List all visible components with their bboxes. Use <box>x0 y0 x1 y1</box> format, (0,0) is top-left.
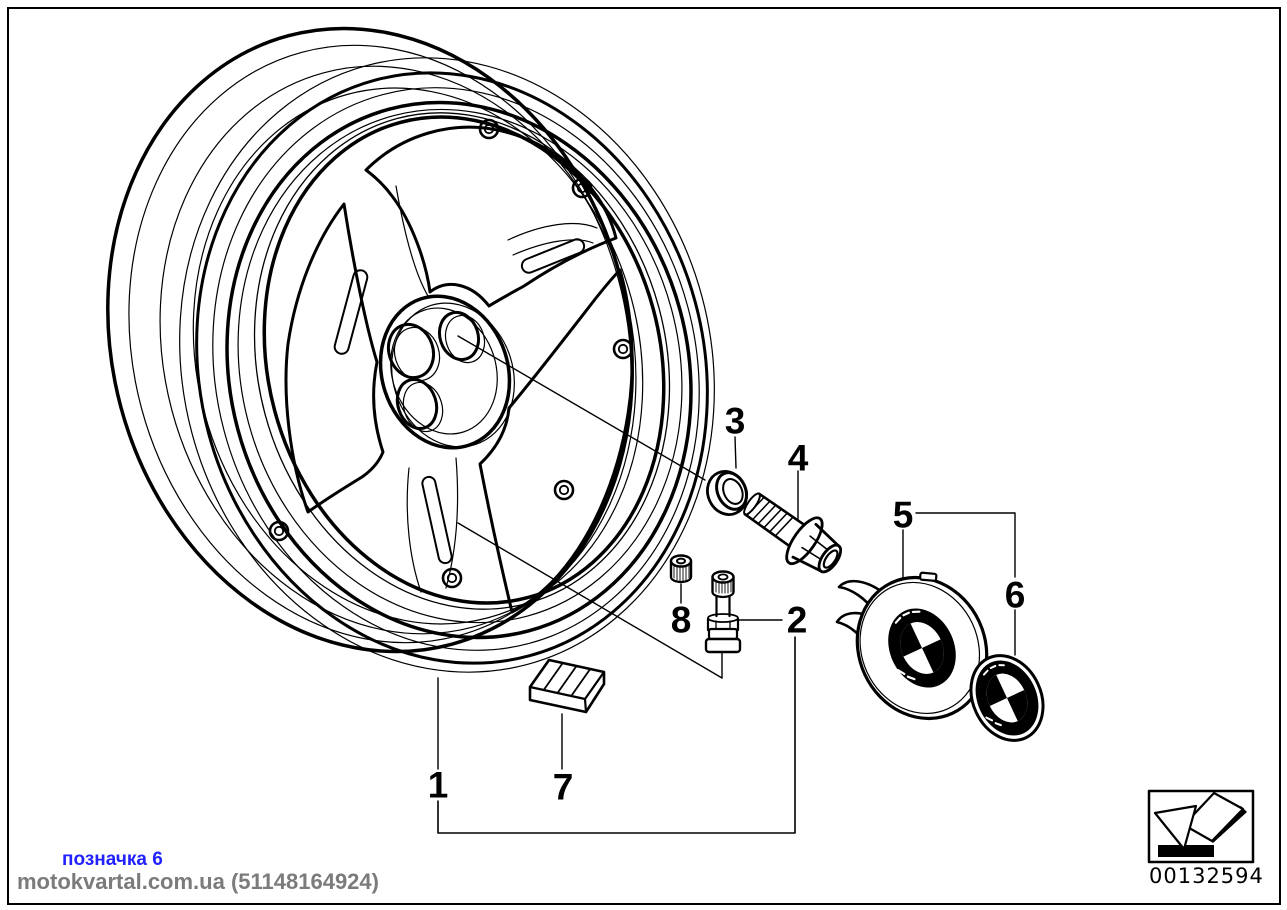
bmw-roundel-badge <box>975 660 1039 736</box>
wheel-spokes <box>284 125 634 614</box>
callout-label-7: 7 <box>552 766 574 808</box>
bolt-part <box>743 492 843 574</box>
doc-nav <box>1147 789 1255 864</box>
leader-line-valve <box>457 522 723 679</box>
roundel-lettering-marks <box>894 610 921 681</box>
callout-label-4: 4 <box>787 437 809 479</box>
rivet <box>553 479 575 501</box>
doc-number: 00132594 <box>1149 864 1264 888</box>
washer-part <box>706 470 749 516</box>
wheel-hub <box>378 294 515 450</box>
bracket-line-1-2 <box>437 636 796 834</box>
roundel-lettering-marks <box>982 664 1005 727</box>
wheel-rim <box>106 26 715 673</box>
balance-weight-part <box>528 658 606 714</box>
callout-label-5: 5 <box>892 494 914 536</box>
callout-label-2: 2 <box>786 599 808 641</box>
weight-segments <box>542 662 592 697</box>
leader-line-washer <box>457 335 706 481</box>
callout-label-8: 8 <box>670 599 692 641</box>
callout-label-1: 1 <box>427 764 449 806</box>
emblem-part <box>969 654 1045 742</box>
valve-cap-knurl <box>673 562 690 582</box>
rivet <box>441 567 463 589</box>
page-border <box>7 7 1281 905</box>
watermark-tag-link[interactable]: позначка 6 <box>62 849 163 870</box>
bmw-roundel <box>888 608 956 688</box>
bolt-threads <box>746 496 794 537</box>
rim-rivets <box>268 118 634 589</box>
callout-line-5-6 <box>915 512 1016 578</box>
watermark-site-text: motokvartal.com.ua (51148164924) <box>17 869 379 894</box>
rivet <box>612 338 634 360</box>
rivet <box>268 520 290 542</box>
cast-wheel-drawing <box>106 26 715 673</box>
callout-label-6: 6 <box>1004 574 1026 616</box>
back-arrow-icon <box>1153 791 1247 857</box>
callout-label-3: 3 <box>724 400 746 442</box>
hub-cover-notch <box>919 571 938 582</box>
rivet <box>478 118 500 140</box>
valve-part <box>704 570 742 654</box>
callout-line-3 <box>734 436 737 469</box>
rivet <box>571 177 593 199</box>
valve-cap-part <box>669 554 693 584</box>
leader-lines <box>437 335 1016 834</box>
hub-cover-part <box>835 571 989 721</box>
